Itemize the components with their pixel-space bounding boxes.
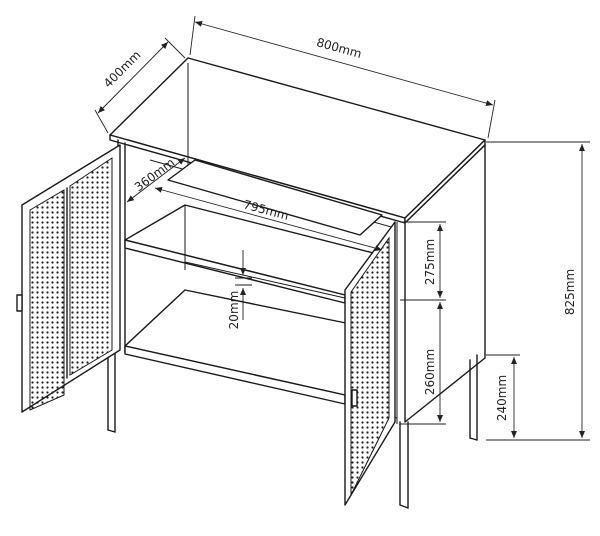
label-lower-compartment: 260mm bbox=[423, 349, 437, 395]
dimension-lines bbox=[94, 15, 590, 441]
label-leg-height: 240mm bbox=[495, 375, 509, 421]
label-upper-compartment: 275mm bbox=[423, 239, 437, 285]
left-door bbox=[16, 144, 121, 413]
legs bbox=[107, 349, 478, 509]
label-overall-height: 825mm bbox=[563, 269, 577, 315]
left-door-handle bbox=[16, 294, 23, 312]
label-shelf-thickness: 20mm bbox=[227, 291, 241, 330]
right-door-handle bbox=[351, 389, 358, 407]
label-overall-depth: 400mm bbox=[101, 48, 144, 91]
right-door bbox=[344, 221, 396, 506]
right-side-panel bbox=[404, 144, 486, 423]
